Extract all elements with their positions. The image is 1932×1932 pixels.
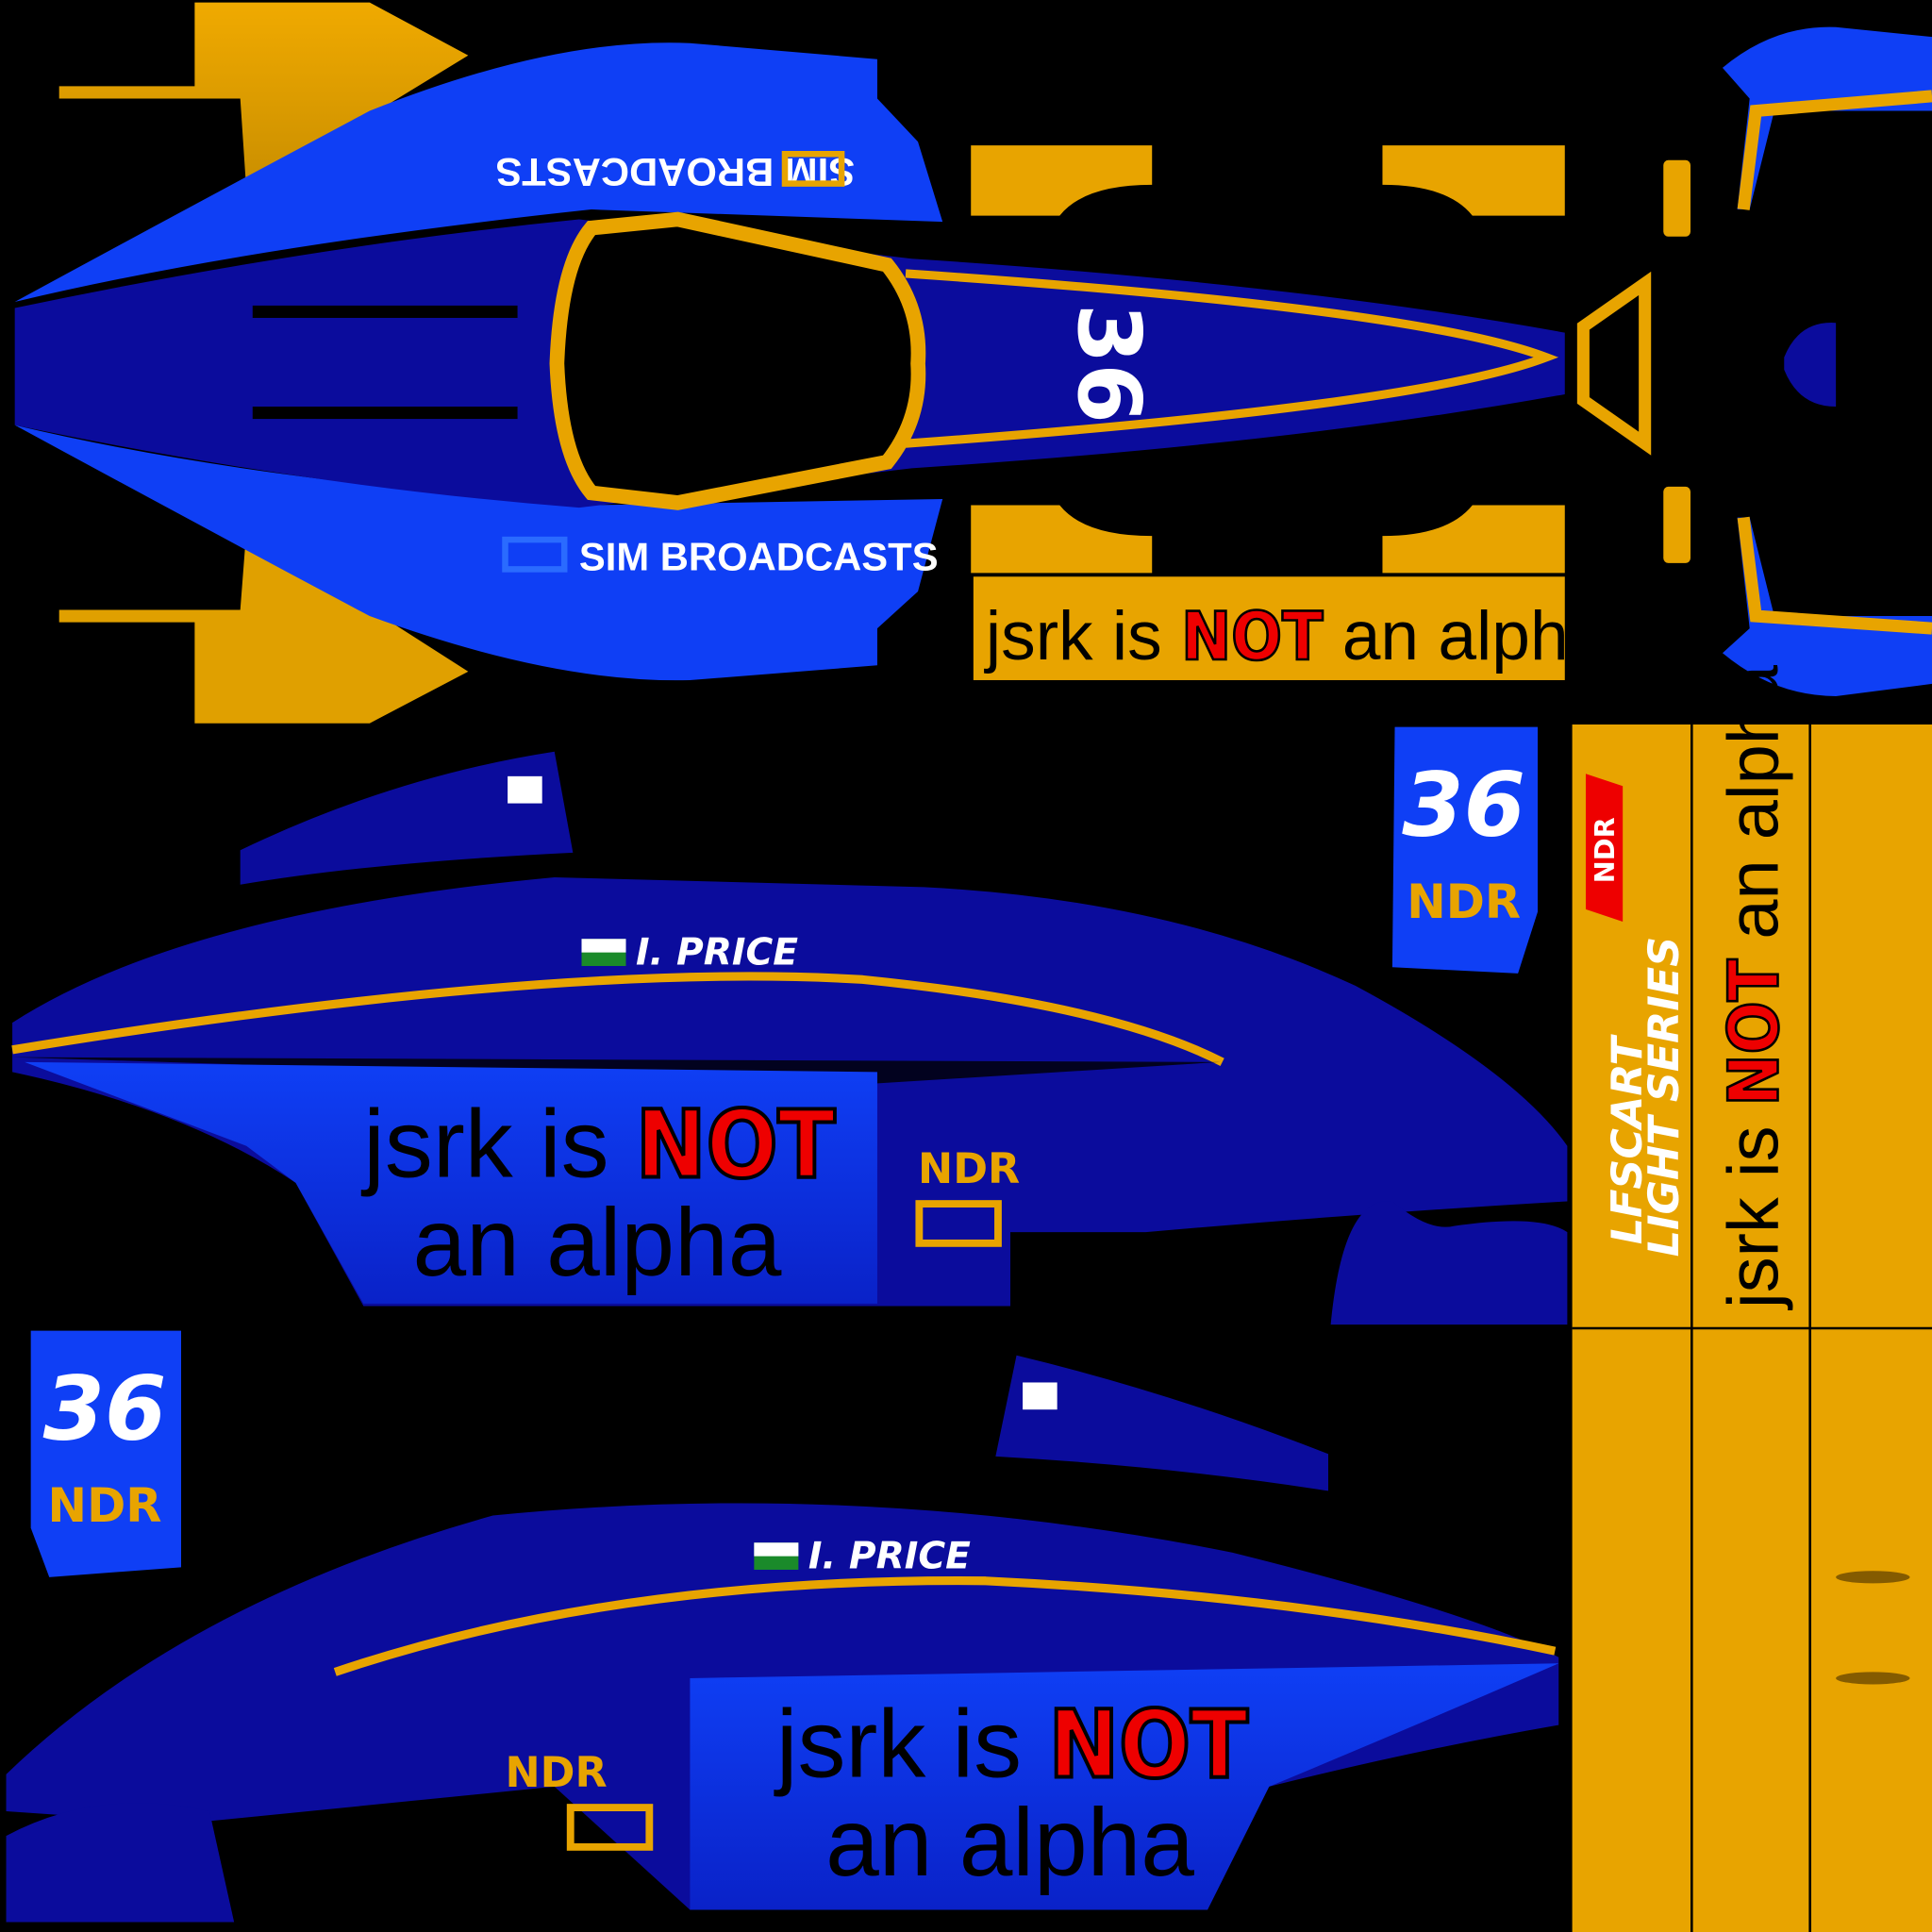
rear-wing-bottom xyxy=(58,529,469,724)
slogan-panel xyxy=(973,576,1565,680)
nose-tip xyxy=(1576,271,1652,456)
slogan-side-1: jsrk is NOT xyxy=(360,1090,835,1199)
svg-text:NDR: NDR xyxy=(48,1478,162,1533)
sidepod-lower xyxy=(14,425,943,681)
team-logo-2: NDR xyxy=(506,1749,608,1797)
nose-number: 36 xyxy=(1058,304,1159,424)
side-stripe-2 xyxy=(333,1576,1557,1676)
sidepod-upper xyxy=(14,42,943,303)
svg-text:NDR: NDR xyxy=(1589,817,1621,883)
sponsor-logo-upper: SIM BROADCASTS xyxy=(495,150,855,194)
wheel-cover-bottom xyxy=(1722,517,1932,696)
driver-name-2: I. PRICE xyxy=(808,1536,971,1578)
top-view: 36 SIM BROADCASTS SIM BROADCASTS jsrk is… xyxy=(14,2,1932,724)
slogan-side-2: jsrk is NOT xyxy=(774,1690,1248,1799)
sim-broadcasts-icon xyxy=(566,1804,654,1851)
rear-wing-top xyxy=(58,2,469,192)
side-panel-2 xyxy=(690,1663,1559,1910)
sim-broadcasts-icon xyxy=(502,536,568,573)
wheel-cover-top xyxy=(1722,26,1932,210)
series-line1: LFSCART xyxy=(1604,1033,1652,1244)
slogan-top: jsrk is NOT an alpha xyxy=(984,598,1607,675)
team-logo: NDR xyxy=(918,1145,1020,1193)
front-wing-bottom xyxy=(971,505,1565,574)
nose-stripe xyxy=(905,269,1559,448)
slogan-side-1-line2: an alpha xyxy=(413,1189,782,1296)
svg-text:SIM BROADCASTS: SIM BROADCASTS xyxy=(495,150,855,194)
slogan-vertical: jsrk is NOT an alpha xyxy=(1714,664,1795,1310)
driver-name: I. PRICE xyxy=(636,932,798,974)
flag-icon xyxy=(508,775,542,804)
sim-broadcasts-icon xyxy=(915,1200,1002,1247)
sim-broadcasts-icon xyxy=(781,151,845,187)
cockpit-opening xyxy=(549,211,926,510)
ndr-badge xyxy=(1585,774,1624,922)
number-panel-1: 36 NDR xyxy=(1391,726,1539,974)
front-wing-top xyxy=(971,145,1565,216)
side-stripe xyxy=(11,972,1224,1066)
flag-icon xyxy=(1023,1382,1058,1410)
side-view-left: I. PRICE jsrk is NOT an alpha NDR xyxy=(11,751,1568,1325)
sponsor-logo-lower: SIM BROADCASTS xyxy=(579,535,939,579)
number-panel-2: 36 NDR xyxy=(30,1330,181,1577)
svg-text:36: 36 xyxy=(1402,755,1525,858)
side-panel xyxy=(25,1061,877,1304)
side-view-right: I. PRICE jsrk is NOT an alpha NDR xyxy=(6,1355,1559,1923)
svg-text:36: 36 xyxy=(43,1358,167,1461)
slogan-side-2-line2: an alpha xyxy=(825,1789,1194,1896)
series-line2: LIGHT SERIES xyxy=(1641,937,1689,1257)
gold-strip: NDR LFSCART LIGHT SERIES jsrk is NOT an … xyxy=(1572,664,1932,1932)
svg-text:NDR: NDR xyxy=(1407,874,1521,929)
